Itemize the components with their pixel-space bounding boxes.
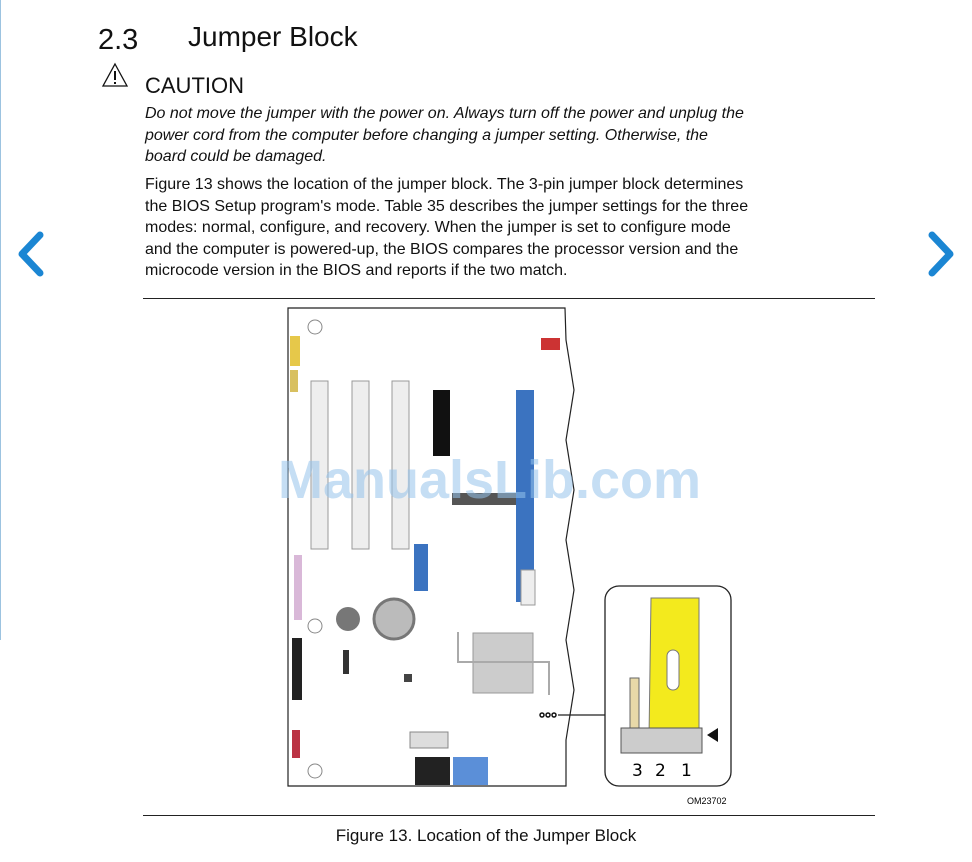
divider-bottom <box>143 815 875 816</box>
divider-top <box>143 298 875 299</box>
watermark: ManualsLib.com <box>278 450 702 510</box>
caution-text: Do not move the jumper with the power on… <box>145 103 795 168</box>
chevron-right-icon[interactable] <box>924 230 958 278</box>
body-line: the BIOS Setup program's mode. Table 35 … <box>145 197 749 215</box>
caution-line: board could be damaged. <box>145 148 327 165</box>
drawing-id: OM23702 <box>687 796 727 806</box>
header-yellow <box>290 336 300 366</box>
pin-label: 2 <box>655 761 666 781</box>
caution-line: Do not move the jumper with the power on… <box>145 105 744 122</box>
body-line: microcode version in the BIOS and report… <box>145 262 568 279</box>
pci-slots <box>310 380 410 550</box>
warning-triangle-icon <box>101 62 129 87</box>
pcie-slot <box>516 390 534 602</box>
body-line: modes: normal, configure, and recovery. … <box>145 219 731 236</box>
caution-label: CAUTION <box>145 73 244 98</box>
body-line: Figure 13 shows the location of the jump… <box>145 176 744 193</box>
jumper-pins-location <box>539 712 557 718</box>
jumper-block-diagram: 3 2 1 OM23702 <box>287 307 732 806</box>
pin-label: 3 <box>632 761 643 781</box>
section-number: 2.3 <box>98 24 139 56</box>
chevron-left-icon[interactable] <box>14 230 48 278</box>
section-title: Jumper Block <box>188 21 358 52</box>
mounting-holes <box>307 319 323 779</box>
caution-line: power cord from the computer before chan… <box>145 126 708 144</box>
power-connector <box>433 390 450 456</box>
page-edge <box>0 0 1 640</box>
pin-label: 1 <box>681 761 692 781</box>
pin1-arrow-icon <box>707 728 718 742</box>
body-line: and the computer is powered-up, the BIOS… <box>145 240 739 258</box>
figure-caption: Figure 13. Location of the Jumper Block <box>335 826 637 845</box>
red-component <box>541 338 560 350</box>
body-paragraph: Figure 13 shows the location of the jump… <box>145 174 795 282</box>
